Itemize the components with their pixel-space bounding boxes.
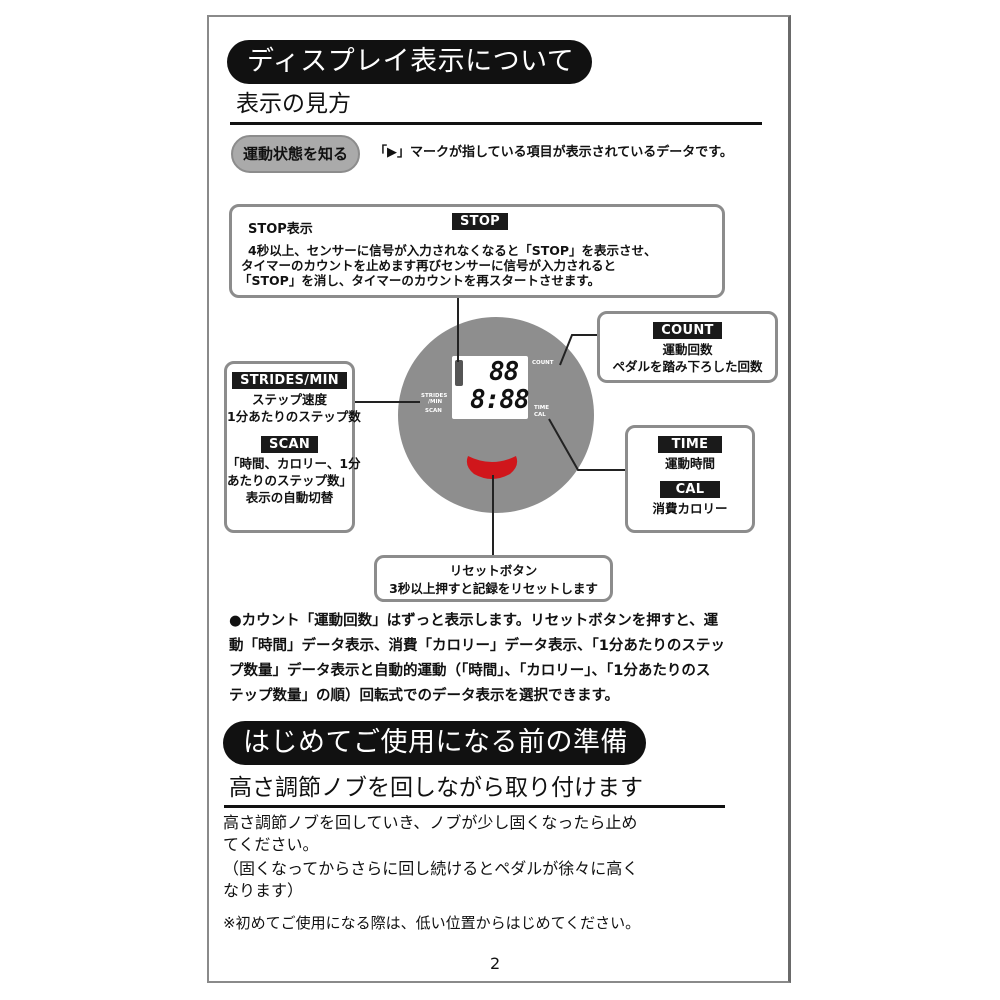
lcd-time-digits: 8:88 xyxy=(470,385,530,415)
stop-line: タイマーのカウントを止めます再びセンサーに信号が入力されると xyxy=(241,258,617,273)
stop-callout: STOP STOP表示 4秒以上、センサーに信号が入力されなくなると「STOP」… xyxy=(229,204,725,298)
device-label-time: TIME xyxy=(534,405,550,411)
body-line: てください。 xyxy=(223,835,319,854)
strides-tag: STRIDES/MIN xyxy=(232,372,347,389)
page-number: 2 xyxy=(490,954,501,973)
stop-line: 「STOP」を消し、タイマーのカウントを再スタートさせます。 xyxy=(239,273,601,288)
device-label-strides: STRIDES xyxy=(421,393,448,399)
exercise-status-badge: 運動状態を知る xyxy=(231,135,361,173)
lcd-count-digits: 88 xyxy=(489,357,519,387)
count-line: ペダルを踏み下ろした回数 xyxy=(612,359,763,374)
lcd-screen xyxy=(452,356,528,419)
device-label-count: COUNT xyxy=(532,360,554,366)
count-callout: COUNT 運動回数 ペダルを踏み下ろした回数 xyxy=(597,311,778,383)
description-line: プ数量」データ表示と自動的運動（「時間」、「カロリー」、「1分あたりのス xyxy=(229,663,711,679)
count-tag: COUNT xyxy=(653,322,722,339)
scan-line: 「時間、カロリー、1分 xyxy=(227,456,361,471)
time-tag: TIME xyxy=(657,436,723,453)
body-line: なります） xyxy=(223,881,304,900)
sub-heading-how-to-read: 表示の見方 xyxy=(236,91,351,117)
time-cal-callout: TIME 運動時間 CAL 消費カロリー xyxy=(625,425,755,533)
time-line: 運動時間 xyxy=(664,456,715,471)
description-line: 動「時間」データ表示、消費「カロリー」データ表示、「1分あたりのステッ xyxy=(229,638,725,654)
description-line: ●カウント「運動回数」はずっと表示します。リセットボタンを押すと、運 xyxy=(229,613,719,629)
strides-line: ステップ速度 xyxy=(251,392,327,407)
scan-line: あたりのステップ数」 xyxy=(227,473,353,488)
device-label-cal: CAL xyxy=(534,412,546,418)
stop-heading: STOP表示 xyxy=(248,222,313,237)
strides-scan-callout: STRIDES/MIN ステップ速度 1分あたりのステップ数 SCAN 「時間、… xyxy=(224,361,361,533)
intro-text: 「▶」マークが指している項目が表示されているデータです。 xyxy=(374,145,733,160)
stop-tag: STOP xyxy=(452,213,509,230)
device-label-scan: SCAN xyxy=(425,408,442,414)
reset-line: リセットボタン xyxy=(449,563,538,578)
reset-callout: リセットボタン 3秒以上押すと記録をリセットします xyxy=(374,555,613,602)
note-line: ※初めてご使用になる際は、低い位置からはじめてください。 xyxy=(223,914,641,932)
count-line: 運動回数 xyxy=(662,342,713,357)
heading-underline xyxy=(224,805,725,808)
stop-line: 4秒以上、センサーに信号が入力されなくなると「STOP」を表示させ、 xyxy=(248,243,657,258)
scan-tag: SCAN xyxy=(260,436,319,453)
description-line: テップ数量」の順）回転式でのデータ表示を選択できます。 xyxy=(229,688,620,704)
lcd-stop-indicator xyxy=(455,360,463,386)
sub-heading-height-knob: 高さ調節ノブを回しながら取り付けます xyxy=(229,775,643,801)
heading-underline xyxy=(230,122,762,125)
reset-button[interactable] xyxy=(466,450,518,480)
scan-line: 表示の自動切替 xyxy=(245,490,334,505)
cal-line: 消費カロリー xyxy=(652,501,728,516)
body-line: （固くなってからさらに回し続けるとペダルが徐々に高く xyxy=(223,859,639,878)
body-line: 高さ調節ノブを回していき、ノブが少し固くなったら止め xyxy=(223,813,638,832)
cal-tag: CAL xyxy=(659,481,721,498)
section-title-display: ディスプレイ表示について xyxy=(227,40,593,84)
strides-line: 1分あたりのステップ数 xyxy=(227,409,361,424)
device-label-min: /MIN xyxy=(428,399,443,405)
section-title-preparation: はじめてご使用になる前の準備 xyxy=(223,721,646,765)
reset-line: 3秒以上押すと記録をリセットします xyxy=(389,581,598,596)
